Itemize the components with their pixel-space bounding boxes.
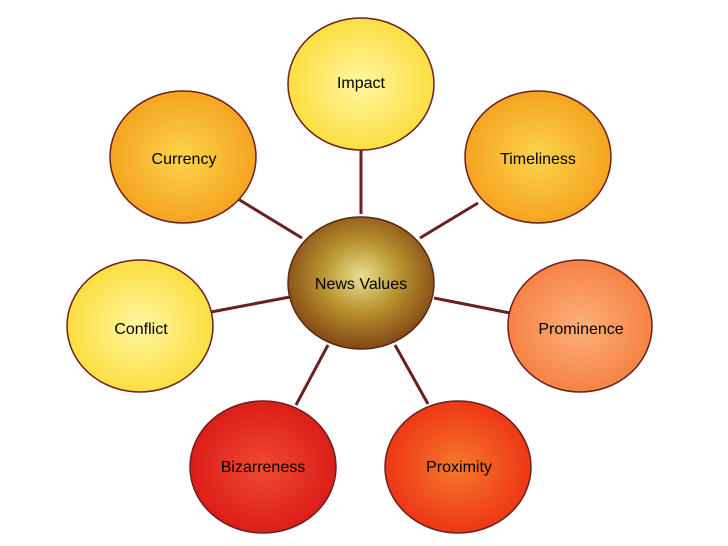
node-center-label: News Values — [315, 276, 407, 293]
connector-timeliness — [419, 201, 479, 240]
node-proximity: Proximity — [384, 400, 532, 534]
connectors — [210, 148, 511, 406]
connector-conflict — [210, 295, 291, 314]
node-conflict: Conflict — [66, 259, 214, 393]
node-proximity-label: Proximity — [426, 459, 492, 476]
node-center: News Values — [287, 216, 435, 350]
node-prominence-label: Prominence — [538, 321, 623, 338]
node-prominence: Prominence — [507, 259, 653, 393]
node-impact-label: Impact — [337, 75, 386, 92]
node-impact: Impact — [287, 17, 435, 151]
node-timeliness: Timeliness — [464, 90, 612, 224]
node-currency: Currency — [109, 90, 257, 224]
node-bizarreness: Bizarreness — [189, 400, 337, 534]
connector-currency — [237, 197, 303, 240]
node-conflict-label: Conflict — [114, 321, 168, 338]
connector-proximity — [393, 344, 430, 405]
node-currency-label: Currency — [152, 151, 217, 168]
connector-prominence — [433, 296, 511, 315]
node-timeliness-label: Timeliness — [500, 151, 576, 168]
connector-bizarreness — [294, 344, 330, 406]
node-bizarreness-label: Bizarreness — [221, 459, 305, 476]
